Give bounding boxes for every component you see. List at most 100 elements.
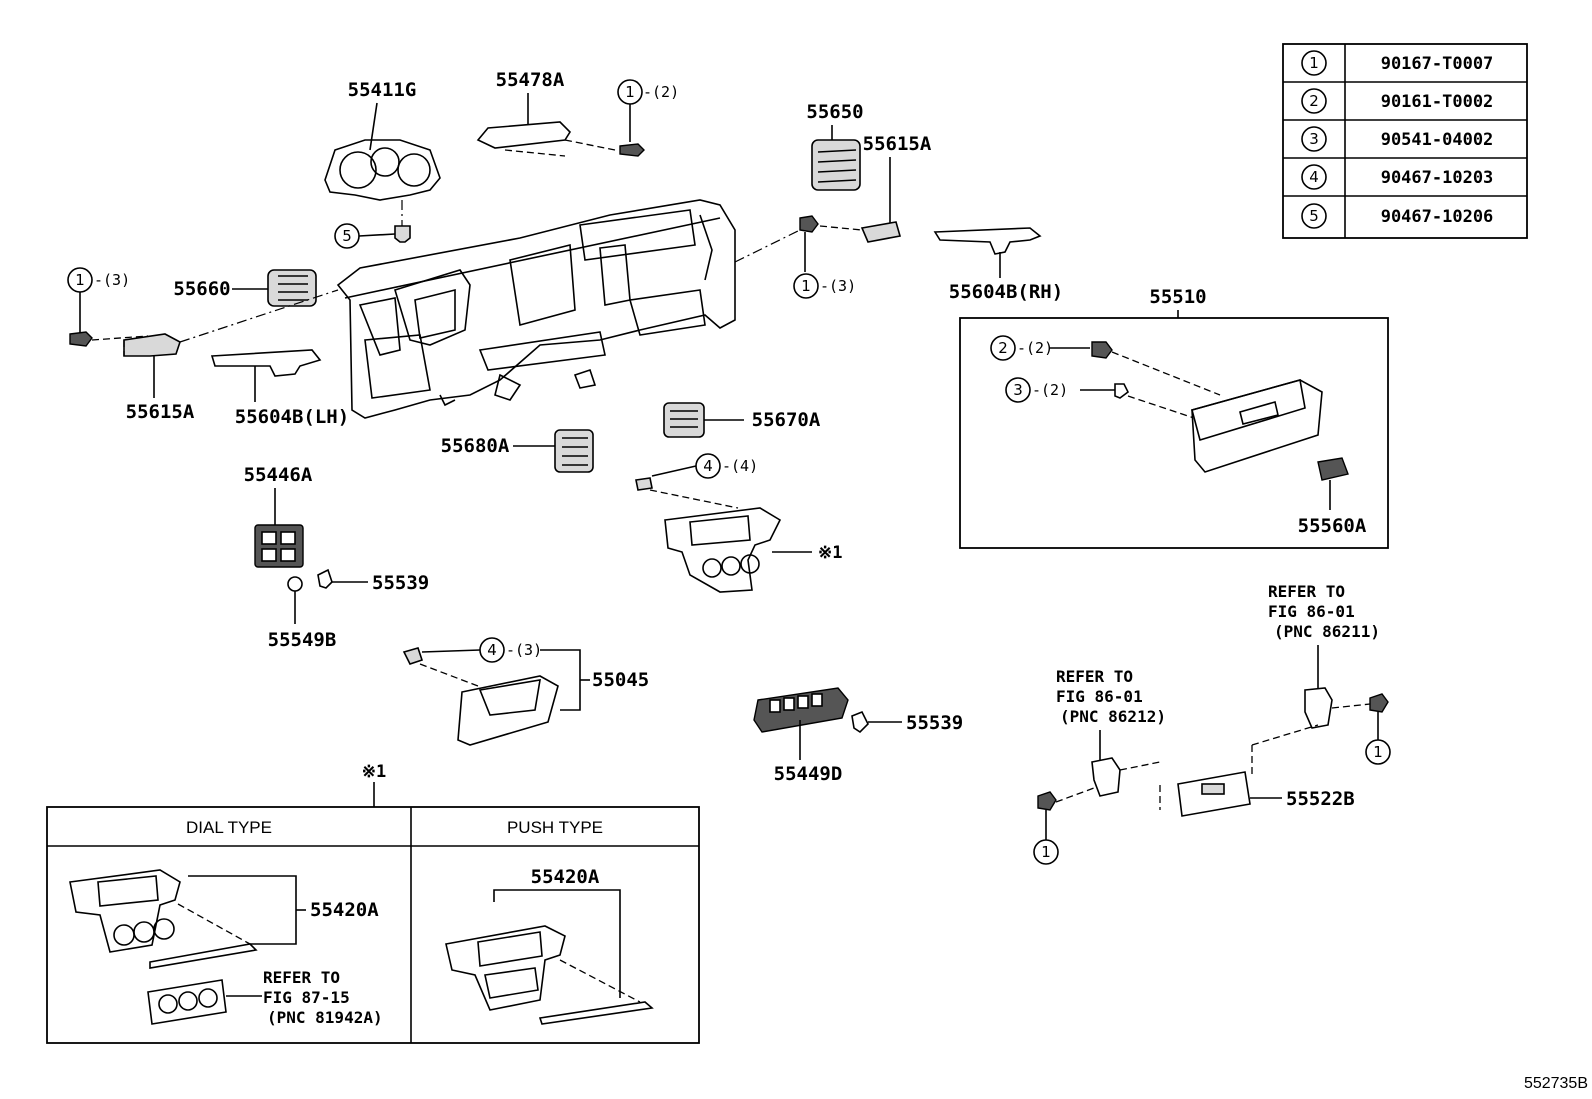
screw-drawing-left [1037, 791, 1057, 811]
svg-text:90541-04002: 90541-04002 [1381, 130, 1494, 150]
upper-panel-drawing-lh [210, 349, 322, 377]
svg-text:5: 5 [342, 227, 352, 245]
svg-text:1: 1 [625, 83, 635, 101]
svg-text:3: 3 [1309, 130, 1319, 148]
cover-drawing [476, 121, 572, 149]
part-number-55522B: 55522B [1286, 788, 1355, 810]
svg-text:2: 2 [1309, 92, 1319, 110]
screw-drawing [799, 215, 819, 233]
lower-panel-drawing [457, 675, 559, 746]
svg-text:-(2): -(2) [1017, 339, 1053, 357]
part-number-55510: 55510 [1149, 286, 1206, 308]
callout-4-qty-3: 4 -(3) [479, 637, 542, 663]
variant-header-dial: DIAL TYPE [186, 818, 272, 837]
vent-drawing-55670A [663, 402, 705, 438]
plug-drawing [287, 576, 303, 592]
callout-3-qty-2: 3 -(2) [1005, 377, 1130, 403]
callout-1-qty-3-left: 1 -(3) [67, 267, 130, 347]
table-row: 2 90161-T0002 [1301, 88, 1494, 114]
svg-text:(PNC 81942A): (PNC 81942A) [267, 1008, 383, 1027]
fastener-table: 1 90167-T0007 2 90161-T0002 3 90541-0400… [1282, 43, 1528, 239]
bracket-drawing-left [123, 333, 181, 357]
svg-text:FIG 86-01: FIG 86-01 [1056, 687, 1143, 706]
svg-text:1: 1 [1373, 743, 1383, 761]
switch-drawing-55446A [254, 524, 304, 568]
glove-box-group-frame [959, 317, 1389, 549]
svg-text:REFER TO: REFER TO [1056, 667, 1133, 686]
part-number-55446A: 55446A [244, 464, 313, 486]
bracket-drawing [860, 221, 902, 243]
part-number-55449D: 55449D [774, 763, 843, 785]
callout-1-qty-2: 1 -(2) [617, 79, 679, 157]
cover-drawing-55539 [317, 568, 333, 589]
part-number-55560A: 55560A [1298, 515, 1367, 537]
table-row: 4 90467-10203 [1301, 164, 1493, 190]
svg-text:1: 1 [1309, 54, 1319, 72]
instrument-panel-drawing [336, 199, 736, 419]
upper-panel-drawing-rh [933, 227, 1042, 255]
heater-control-panel-drawing [664, 507, 782, 593]
part-number-55670A: 55670A [752, 409, 821, 431]
svg-text:-(3): -(3) [94, 271, 130, 289]
svg-text:1: 1 [1041, 843, 1051, 861]
bracket-drawing-86211 [1304, 687, 1333, 729]
note-1-label: ※1 [818, 543, 842, 563]
push-type-panel-drawing [445, 925, 654, 1025]
part-number-55604B-RH: 55604B(RH) [949, 281, 1063, 303]
svg-text:-(4): -(4) [722, 457, 758, 475]
svg-text:(PNC 86211): (PNC 86211) [1274, 622, 1380, 641]
dial-type-panel-drawing [69, 869, 258, 969]
svg-text:4: 4 [703, 457, 713, 475]
part-number-55615A-right: 55615A [863, 133, 932, 155]
svg-text:FIG 87-15: FIG 87-15 [263, 988, 350, 1007]
part-number-55650: 55650 [806, 101, 863, 123]
part-number-55615A-left: 55615A [126, 401, 195, 423]
svg-text:REFER TO: REFER TO [263, 968, 340, 987]
callout-1-qty-3-mid: 1 -(3) [793, 232, 856, 299]
variant-frame [46, 806, 700, 1044]
svg-text:2: 2 [998, 339, 1008, 357]
svg-text:-(3): -(3) [820, 277, 856, 295]
callout-2-qty-2: 2 -(2) [990, 335, 1113, 361]
svg-text:1: 1 [75, 271, 85, 289]
part-number-55660: 55660 [173, 278, 230, 300]
svg-text:90161-T0002: 90161-T0002 [1381, 92, 1494, 112]
svg-text:(PNC 86212): (PNC 86212) [1060, 707, 1166, 726]
svg-text:-(2): -(2) [1032, 381, 1068, 399]
vent-drawing-55650 [811, 139, 861, 191]
reference-81942A: REFER TO FIG 87-15 (PNC 81942A) [263, 968, 383, 1027]
part-number-55549B: 55549B [268, 629, 337, 651]
part-number-55539-b: 55539 [906, 712, 963, 734]
svg-text:5: 5 [1309, 207, 1319, 225]
table-row: 1 90167-T0007 [1301, 50, 1494, 76]
part-number-55478A: 55478A [496, 69, 565, 91]
svg-text:90167-T0007: 90167-T0007 [1381, 54, 1494, 74]
part-number-55604B-LH: 55604B(LH) [235, 406, 349, 428]
svg-text:FIG 86-01: FIG 86-01 [1268, 602, 1355, 621]
callout-1-bottom-left: 1 [1033, 839, 1059, 865]
svg-text:-(3): -(3) [506, 641, 542, 659]
part-number-55680A: 55680A [441, 435, 510, 457]
glove-box-drawing [1191, 378, 1323, 473]
clip-drawing [402, 647, 424, 665]
svg-text:4: 4 [487, 641, 497, 659]
note-1-header: ※1 [362, 762, 386, 782]
cluster-bezel-drawing [324, 139, 441, 201]
svg-text:REFER TO: REFER TO [1268, 582, 1345, 601]
reference-86211: REFER TO FIG 86-01 (PNC 86211) [1268, 582, 1380, 641]
part-number-55045: 55045 [592, 669, 649, 691]
table-row: 5 90467-10206 [1301, 203, 1494, 229]
part-number-55539-a: 55539 [372, 572, 429, 594]
svg-text:90467-10206: 90467-10206 [1381, 207, 1494, 227]
callout-5: 5 [334, 200, 411, 249]
callout-1-bottom-right: 1 [1365, 739, 1391, 765]
callout-4-qty-4: 4 -(4) [635, 453, 758, 509]
dial-knob-panel-drawing [147, 979, 227, 1025]
switch-panel-drawing-55449D [753, 687, 849, 733]
svg-text:-(2): -(2) [643, 83, 679, 101]
screw-drawing-right [1369, 693, 1389, 713]
vent-drawing-55680A [554, 429, 594, 473]
table-row: 3 90541-04002 [1301, 126, 1494, 152]
vent-drawing-55660 [267, 269, 317, 307]
